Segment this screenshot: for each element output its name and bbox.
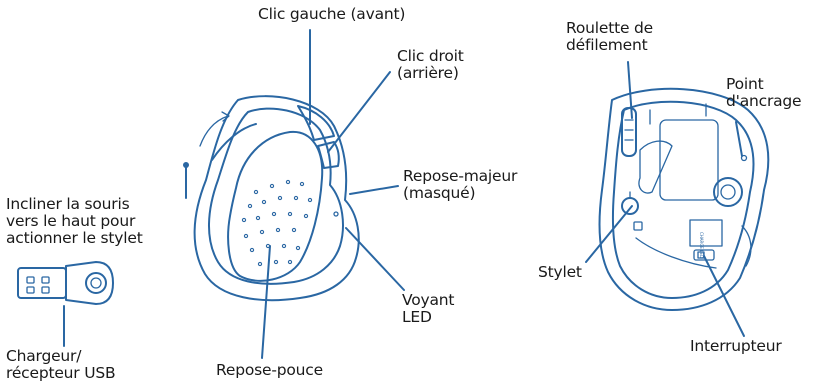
thumb-rest-label: Repose-pouce [216, 362, 323, 379]
middle-finger-rest-label: Repose-majeur (masqué) [403, 168, 517, 202]
left-click-label: Clic gauche (avant) [258, 6, 405, 23]
stylus-label: Stylet [538, 264, 582, 281]
tilt-instruction-label: Incliner la souris vers le haut pour act… [6, 196, 143, 247]
right-click-label: Clic droit (arrière) [397, 48, 464, 82]
mouse-front-view [195, 96, 359, 300]
mouse-bottom-view: CHARGE LED [600, 89, 769, 310]
anchor-point-label: Point d'ancrage [726, 76, 801, 110]
usb-receiver [18, 262, 113, 304]
bottom-printed-text: CHARGE LED [699, 232, 704, 258]
scroll-wheel-label: Roulette de défilement [566, 20, 653, 54]
power-switch-label: Interrupteur [690, 338, 782, 355]
led-indicator-label: Voyant LED [402, 292, 454, 326]
thumb-rest-texture [242, 180, 311, 265]
charger-receiver-label: Chargeur/ récepteur USB [6, 348, 115, 382]
